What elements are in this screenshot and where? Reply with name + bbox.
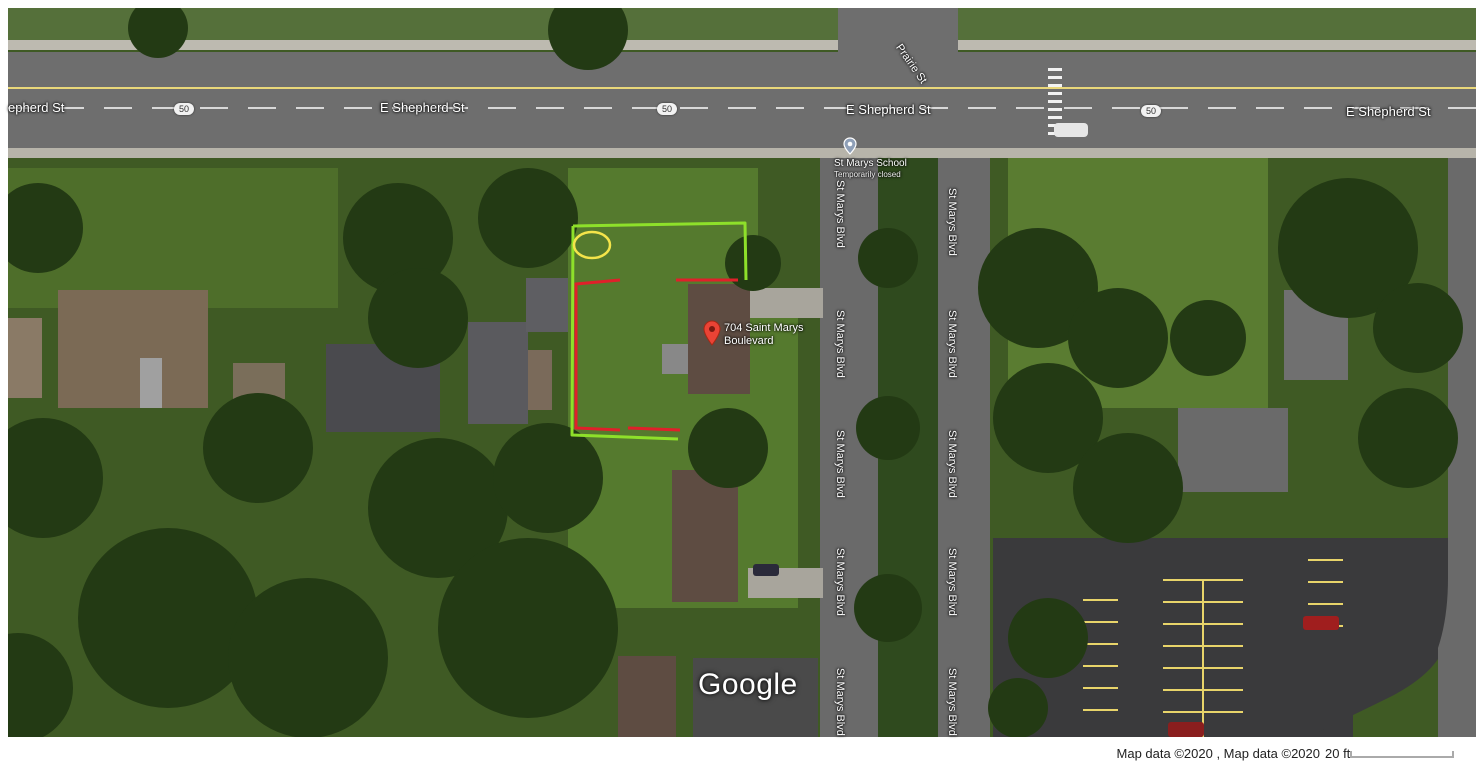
- map-footer: Map data ©2020 , Map data ©2020 20 ft: [0, 737, 1476, 763]
- pin-address-line1: 704 Saint Marys: [724, 322, 804, 334]
- street-label-e-shepherd-mid: E Shepherd St: [846, 102, 931, 117]
- street-label-st-marys-blvd: St Marys Blvd: [946, 310, 958, 378]
- poi-status: Temporarily closed: [834, 170, 901, 179]
- map-imagery: [8, 8, 1476, 737]
- street-label-st-marys-blvd: St Marys Blvd: [946, 548, 958, 616]
- school-pin-icon: [843, 137, 857, 155]
- scale-label: 20 ft: [1325, 746, 1351, 761]
- street-label-st-marys-blvd: St Marys Blvd: [834, 668, 846, 736]
- street-label-st-marys-blvd: St Marys Blvd: [834, 548, 846, 616]
- poi-name: St Marys School: [834, 158, 907, 169]
- google-logo: Google: [698, 668, 798, 701]
- map-pin-icon: [703, 320, 721, 346]
- street-label-st-marys-blvd: St Marys Blvd: [946, 430, 958, 498]
- street-label-st-marys-blvd: St Marys Blvd: [834, 180, 846, 248]
- street-label-st-marys-blvd: St Marys Blvd: [946, 668, 958, 736]
- street-label-e-shepherd: E Shepherd St: [380, 100, 465, 115]
- scale-bar[interactable]: [1350, 751, 1454, 758]
- pin-address-line2: Boulevard: [724, 335, 774, 347]
- route-50-shield-icon: 50: [174, 103, 194, 115]
- street-label-st-marys-blvd: St Marys Blvd: [834, 310, 846, 378]
- route-50-shield-icon: 50: [657, 103, 677, 115]
- street-label-e-shepherd-east: E Shepherd St: [1346, 104, 1431, 119]
- satellite-map[interactable]: epherd St E Shepherd St E Shepherd St E …: [8, 8, 1476, 737]
- map-attribution[interactable]: Map data ©2020 , Map data ©2020: [1116, 746, 1320, 761]
- street-label-st-marys-blvd: St Marys Blvd: [946, 188, 958, 256]
- route-50-shield-icon: 50: [1141, 105, 1161, 117]
- street-label-st-marys-blvd: St Marys Blvd: [834, 430, 846, 498]
- street-label-e-shepherd-west: epherd St: [8, 100, 65, 115]
